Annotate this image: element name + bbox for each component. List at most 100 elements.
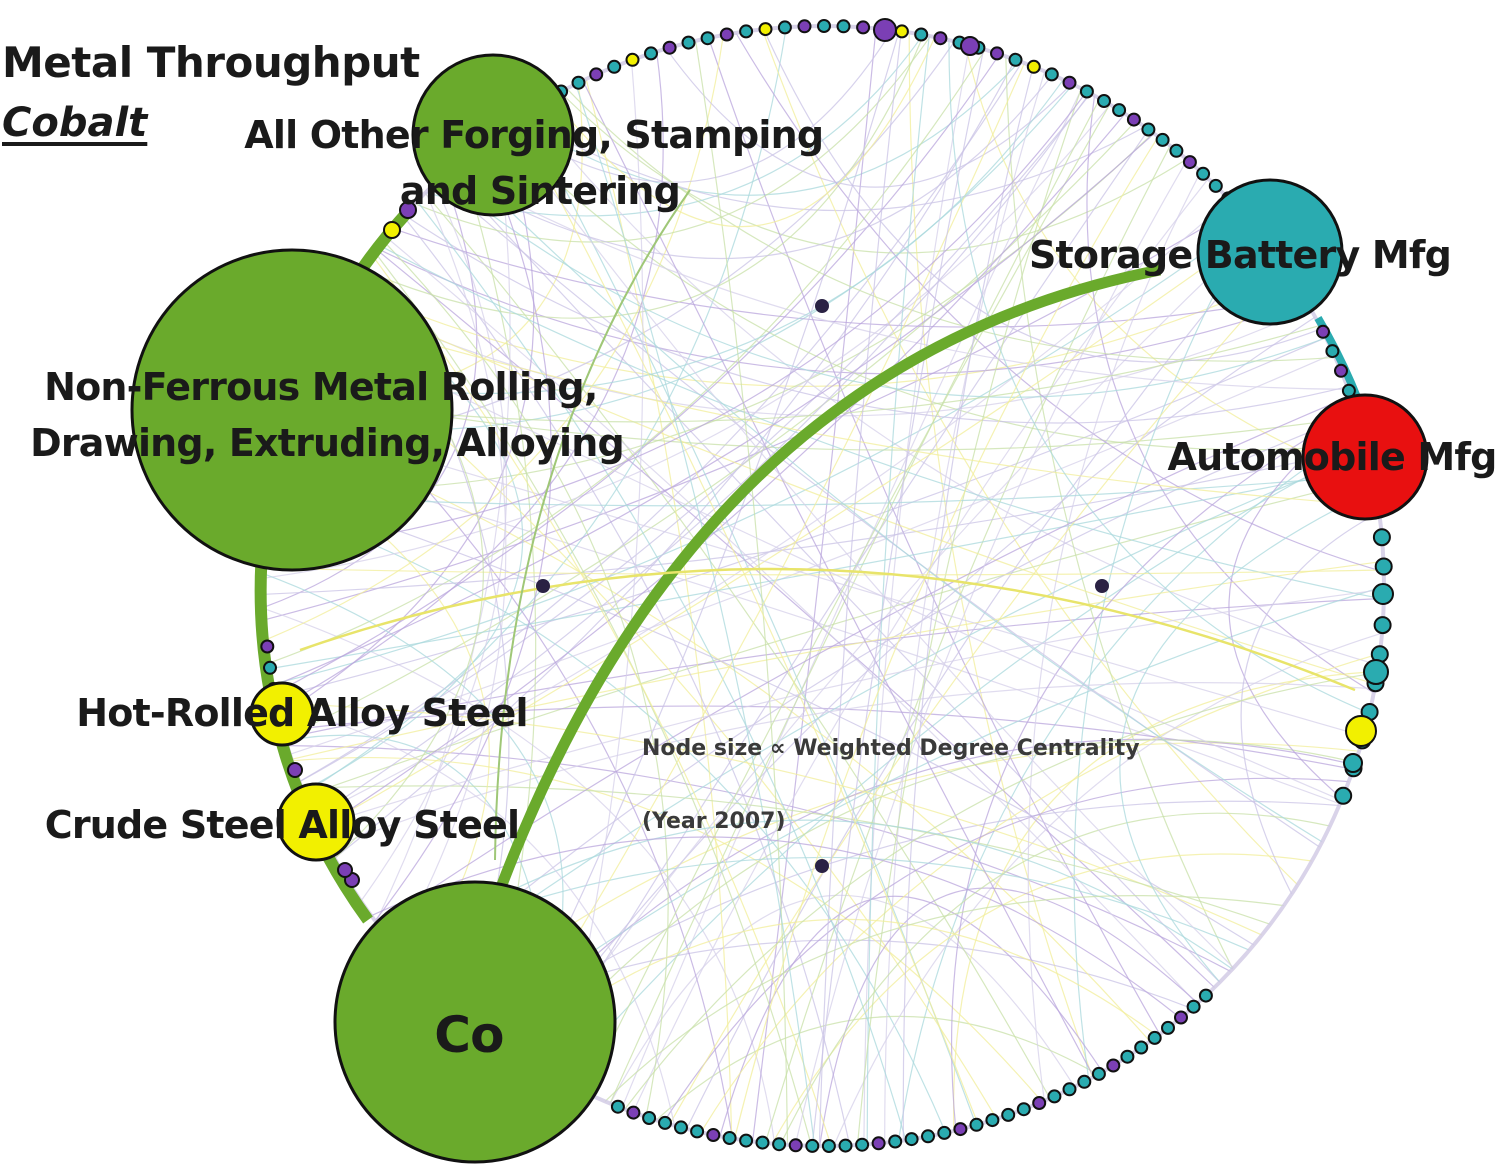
small-node [1126,112,1141,127]
faint-edge [264,174,478,608]
label-automobile: Automobile Mfg [1167,435,1496,479]
center-dot [536,579,550,593]
small-node [1062,1082,1077,1097]
faint-edge [414,35,931,243]
small-node [758,22,773,37]
small-node [990,46,1004,61]
small-node [1077,1074,1092,1089]
small-node [658,1115,672,1130]
node-automobile [1301,393,1429,521]
faint-edge [566,88,1336,362]
small-node [644,46,658,61]
faint-edge [270,466,1372,670]
faint-edge [866,35,930,1145]
small-node [1141,122,1156,137]
faint-edges [263,27,1385,1147]
faint-edge [501,738,1355,1045]
faint-edge [884,71,1046,1143]
small-node [805,1138,820,1153]
small-node [642,1111,657,1125]
faint-edge [313,199,1230,818]
small-node [985,1113,1000,1128]
faint-edge [271,474,1373,507]
faint-edge [950,409,1357,1131]
faint-edge [272,487,1255,946]
small-node [904,1132,919,1147]
faint-edge [794,159,1188,1146]
faint-edge [424,192,1051,1099]
faint-edge [449,168,1349,390]
faint-edge [325,329,1342,801]
small-node [263,660,277,675]
small-node [337,862,353,878]
faint-edge [416,200,907,1141]
faint-edge [299,93,1092,783]
small-node [1334,363,1348,378]
small-node [383,221,401,239]
major-nodes [130,53,1429,1164]
small-node [1062,75,1077,90]
faint-edge [520,316,1316,1058]
faint-edge [763,29,1322,363]
label-forging: All Other Forging, Stamping and Sinterin… [244,113,835,213]
small-node [681,35,696,50]
faint-edge [897,429,1363,1142]
faint-edge [264,567,1384,576]
node-battery [1196,178,1344,326]
faint-edge [349,273,1290,387]
small-node [855,1137,870,1152]
annotation-year: (Year 2007) [642,809,786,834]
small-node [739,24,754,39]
faint-edge [264,608,776,1144]
faint-edge [264,446,1367,595]
faint-edge [585,104,1111,1094]
small-node [1091,1066,1106,1081]
faint-edge [329,682,1375,849]
small-node [1186,999,1201,1014]
faint-edge [856,88,1082,1146]
faint-edge [530,230,1258,1064]
small-node [626,1105,641,1120]
small-node [1032,1096,1047,1110]
faint-edge [265,91,1088,552]
small-node [933,31,948,46]
small-node [610,1099,625,1114]
faint-edge [404,214,1348,424]
small-node [690,1124,705,1139]
center-dot [815,859,829,873]
label-hot-rolled: Hot-Rolled Alloy Steel [76,691,528,735]
faint-edge [318,229,1257,829]
label-non-ferrous: Non-Ferrous Metal Rolling, Drawing, Extr… [30,365,624,465]
small-node [836,19,851,34]
faint-edge [284,120,1137,739]
node-crude-steel [276,782,356,862]
faint-edge [665,48,1073,188]
annotation-node-size: Node size ∝ Weighted Degree Centrality [642,736,1140,761]
small-node [921,1129,935,1144]
faint-edge [902,66,1034,1141]
small-node [755,1135,770,1150]
faint-edge [508,30,900,1050]
faint-edge [559,91,1187,254]
small-node [1174,1010,1188,1025]
small-node [894,24,909,39]
faint-edge [278,128,535,717]
faint-edge [686,240,1266,1130]
small-node [871,1136,886,1151]
faint-edge [334,59,1016,859]
small-node [1182,155,1197,170]
faint-edge [582,80,1095,1078]
small-node [739,1133,754,1148]
faint-edge [400,819,1233,970]
faint-edge [437,180,1320,848]
small-node [1373,616,1392,635]
small-node [1316,324,1330,339]
strong-edges [299,189,1356,892]
small-node [1208,178,1223,193]
faint-edge [298,391,1358,451]
small-node [873,18,897,42]
node-hot-rolled [249,681,315,747]
faint-edge [609,98,1101,1104]
faint-edge [272,133,1155,687]
small-node [1047,1089,1062,1104]
